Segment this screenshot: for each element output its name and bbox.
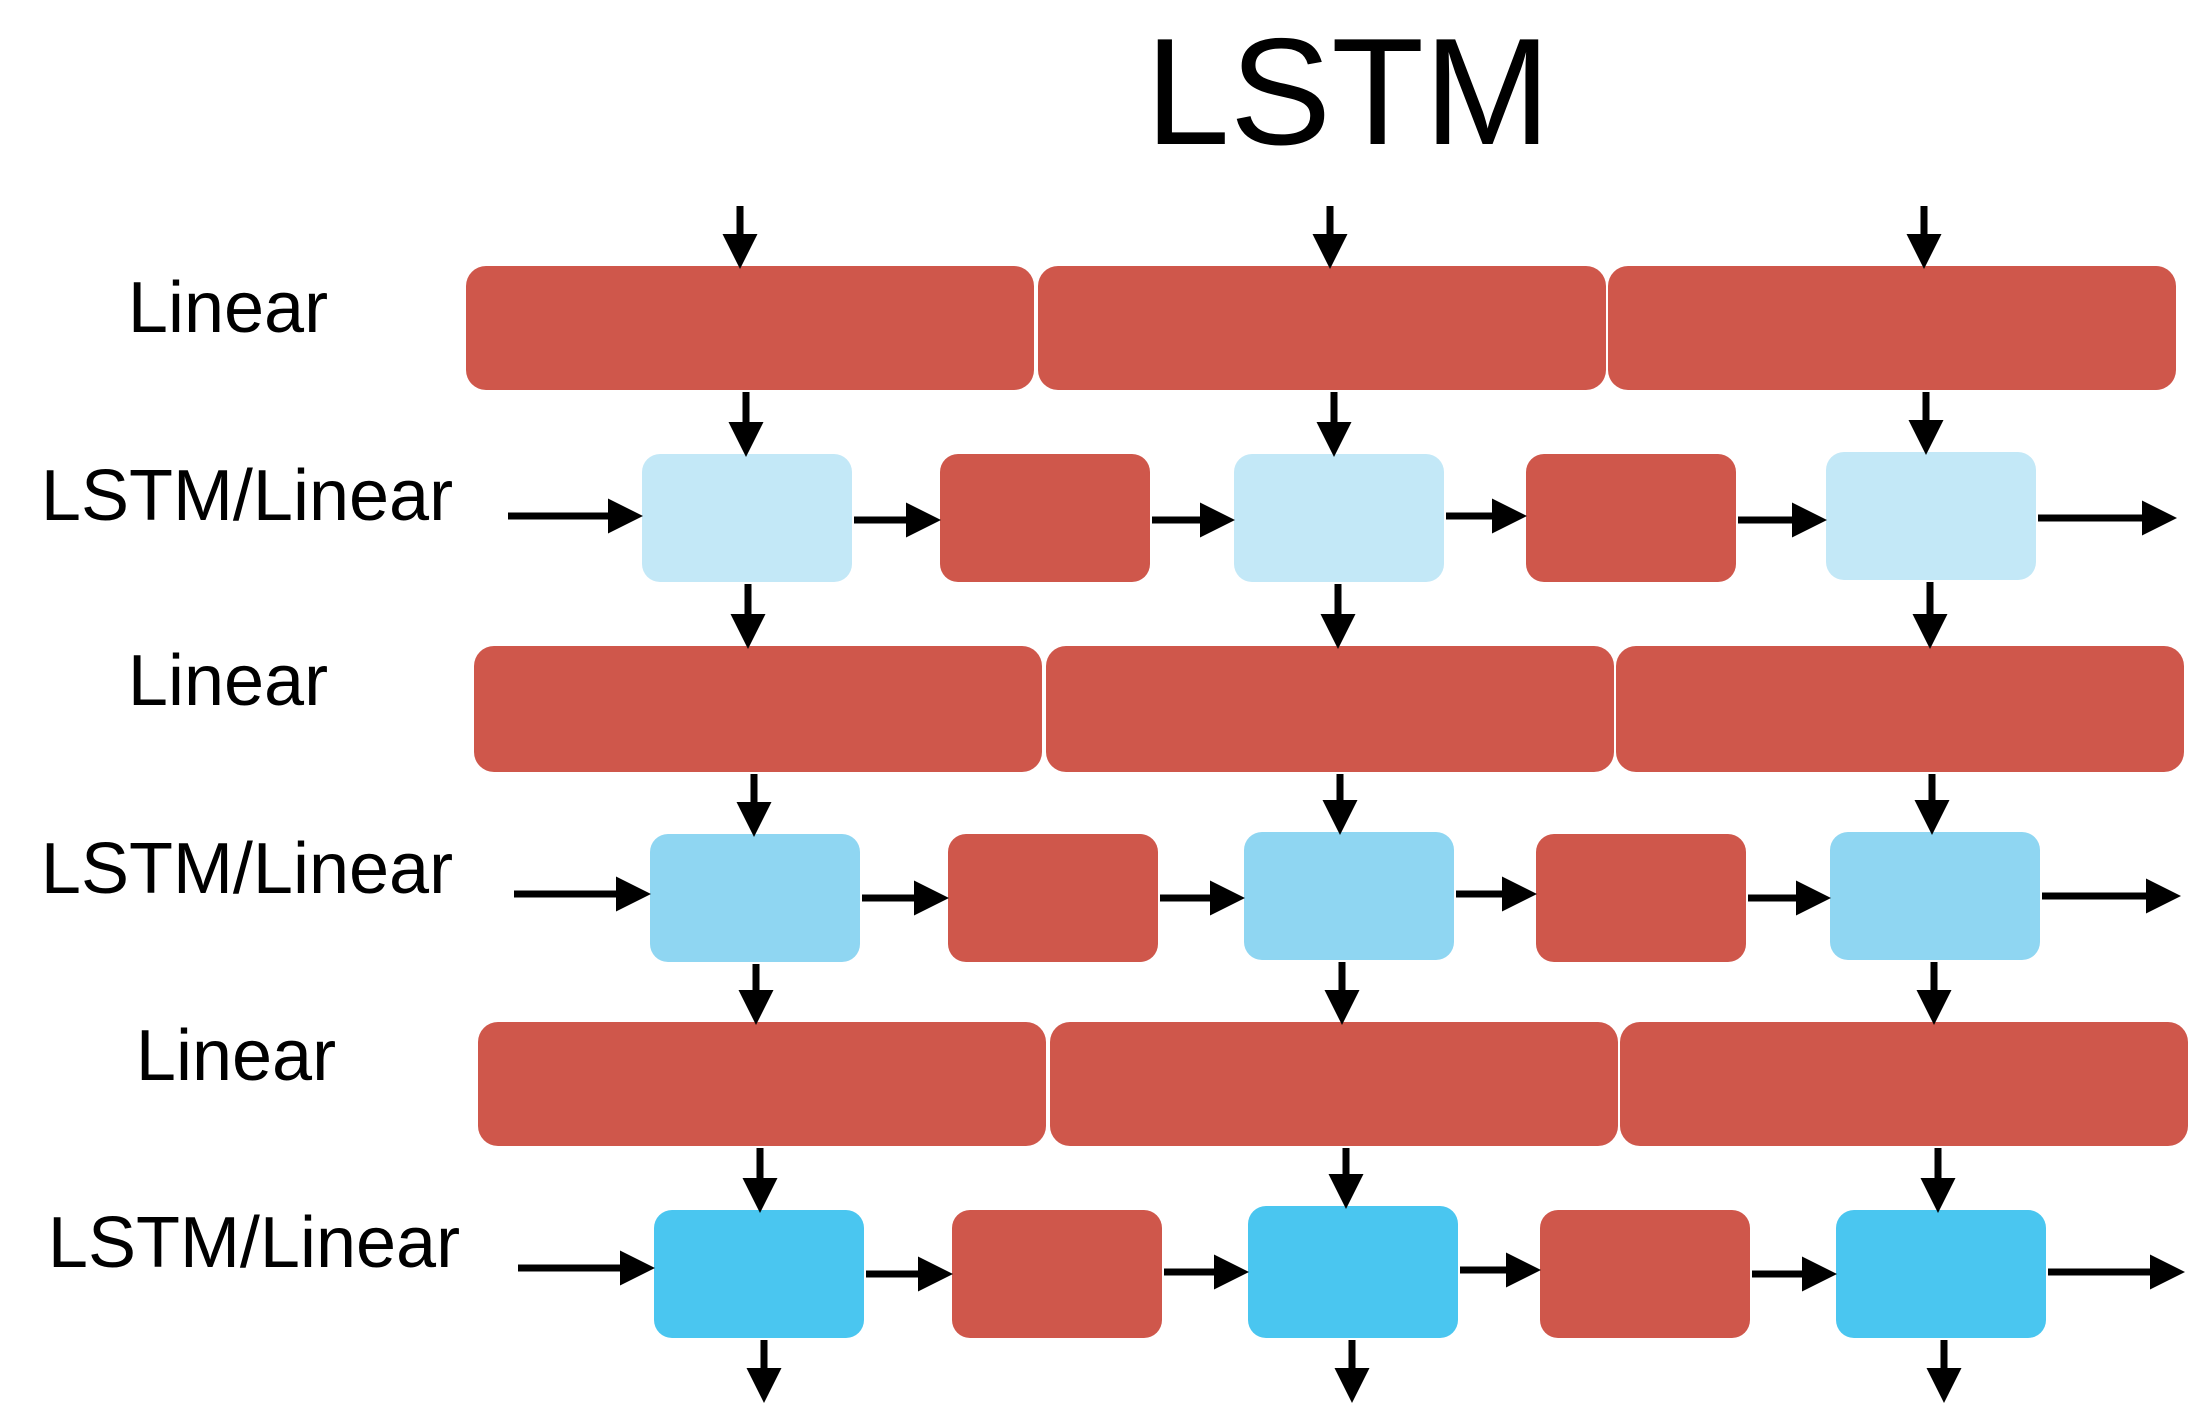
linear-3-block-3 [1620,1022,2188,1146]
row-label-lstm-linear-1: LSTM/Linear [41,456,453,536]
lstm-3-linear-1 [952,1210,1162,1338]
row-label-linear-2: Linear [128,641,328,721]
lstm-1-cell-2 [1234,454,1444,582]
linear-1-block-2 [1038,266,1606,390]
lstm-3-cell-1 [654,1210,864,1338]
linear-1-block-3 [1608,266,2176,390]
linear-2-block-1 [474,646,1042,772]
linear-2-block-3 [1616,646,2184,772]
lstm-2-linear-1 [948,834,1158,962]
row-label-linear-1: Linear [128,268,328,348]
row-label-linear-3: Linear [136,1016,336,1096]
linear-1-block-1 [466,266,1034,390]
linear-3-block-2 [1050,1022,1618,1146]
lstm-1-cell-1 [642,454,852,582]
row-label-lstm-linear-3: LSTM/Linear [48,1203,460,1283]
lstm-1-linear-1 [940,454,1150,582]
lstm-3-cell-3 [1836,1210,2046,1338]
row-label-lstm-linear-2: LSTM/Linear [41,829,453,909]
lstm-2-cell-1 [650,834,860,962]
diagram-title: LSTM [1145,7,1550,177]
lstm-2-cell-3 [1830,832,2040,960]
lstm-1-linear-2 [1526,454,1736,582]
lstm-1-cell-3 [1826,452,2036,580]
linear-3-block-1 [478,1022,1046,1146]
lstm-2-linear-2 [1536,834,1746,962]
lstm-3-cell-2 [1248,1206,1458,1338]
lstm-3-linear-2 [1540,1210,1750,1338]
lstm-2-cell-2 [1244,832,1454,960]
linear-2-block-2 [1046,646,1614,772]
